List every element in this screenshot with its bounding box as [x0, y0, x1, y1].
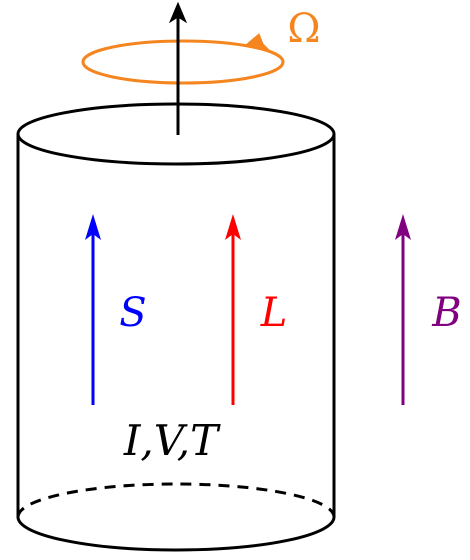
- rotation-indicator: [81, 39, 285, 85]
- rotation-circle-icon: [81, 39, 285, 85]
- orbital-vector: [225, 214, 241, 405]
- cylinder-bottom-front: [16, 516, 336, 552]
- properties-label: I,V,T: [123, 416, 221, 465]
- cylinder-top: [16, 102, 336, 166]
- spin-vector: [85, 214, 101, 405]
- spin-label: S: [119, 290, 146, 336]
- circular-arrow-icon: [245, 33, 272, 53]
- up-arrow-icon: [168, 1, 188, 24]
- field-label: B: [431, 290, 461, 336]
- orbital-arrow-icon: [225, 214, 241, 240]
- field-vector: [395, 214, 411, 405]
- cylinder-bottom-back: [16, 482, 336, 518]
- orbital-label: L: [260, 290, 288, 336]
- rotation-axis: [168, 1, 188, 135]
- cylinder: [16, 134, 336, 552]
- field-arrow-icon: [395, 214, 411, 240]
- omega-label: Ω: [287, 6, 320, 52]
- spin-arrow-icon: [85, 214, 101, 240]
